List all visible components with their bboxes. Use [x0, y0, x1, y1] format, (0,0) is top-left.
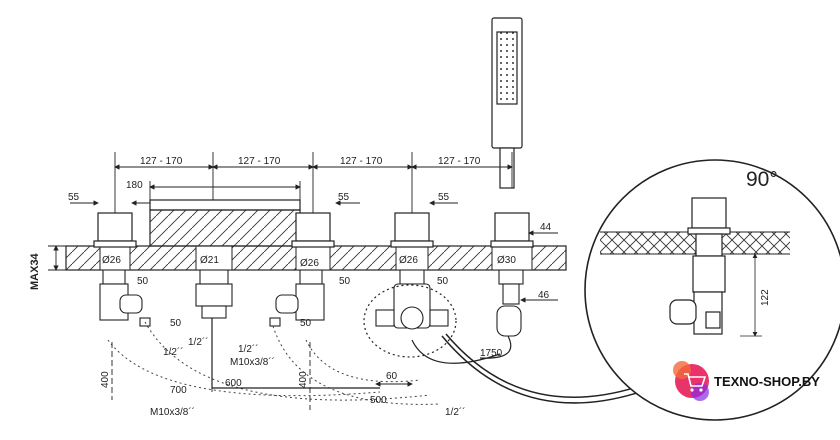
spacing-3: 127 - 170 — [340, 156, 383, 167]
hole-2-label: Ø21 — [200, 255, 219, 266]
offset-3-label: 50 — [339, 276, 351, 287]
hose-width-label: 46 — [538, 290, 550, 301]
shop-logo — [673, 361, 709, 401]
offset-2-label: 50 — [300, 318, 312, 329]
len-400-2: 400 — [298, 371, 309, 388]
hole-1-label: Ø26 — [102, 255, 121, 266]
len-700: 700 — [170, 385, 187, 396]
thread-half-3: 1/2´´ — [238, 343, 259, 355]
spout — [149, 199, 301, 247]
thread-half-2: 1/2´´ — [163, 346, 184, 358]
valve-1 — [99, 269, 151, 327]
diverter-highlight — [363, 284, 457, 358]
handle-width-1: 55 — [68, 192, 80, 203]
shower-holder-width: 44 — [540, 222, 552, 233]
thread-m10-1: M10x3/8´´ — [230, 356, 275, 368]
spacing-2: 127 - 170 — [238, 156, 281, 167]
thread-m10-2: M10x3/8´´ — [150, 406, 195, 418]
valve-3 — [269, 269, 325, 327]
handle-1 — [93, 212, 137, 248]
spout-width: 180 — [126, 180, 143, 191]
len-400-1: 400 — [100, 371, 111, 388]
thread-half-1: 1/2´´ — [188, 336, 209, 348]
hole-5-label: Ø30 — [497, 255, 516, 266]
offset-1-label: 50 — [137, 276, 149, 287]
hose-length-label: 1750 — [480, 348, 503, 359]
detail-connector — [441, 335, 641, 404]
len-600: 600 — [225, 378, 242, 389]
shop-watermark: TEXNO-SHOP.BY — [714, 374, 820, 389]
diverter-offset: 60 — [386, 371, 398, 382]
hole-3-cutout — [295, 245, 331, 271]
shower-holder — [490, 212, 534, 248]
angle-label: 90° — [746, 168, 778, 191]
hand-shower — [491, 17, 523, 189]
handle-3 — [291, 212, 335, 248]
detail-height-label: 122 — [760, 289, 771, 306]
len-500: 500 — [370, 395, 387, 406]
handle-width-3: 55 — [438, 192, 450, 203]
thread-half-4: 1/2´´ — [445, 406, 466, 418]
hole-5-cutout — [491, 245, 533, 271]
detail-view — [584, 159, 840, 421]
hole-4-label: Ø26 — [399, 255, 418, 266]
hose-connector — [496, 269, 524, 337]
spout-valve — [195, 269, 233, 319]
offset-spout-label: 50 — [170, 318, 182, 329]
spacing-4: 127 - 170 — [438, 156, 481, 167]
spacing-1: 127 - 170 — [140, 156, 183, 167]
handle-4 — [390, 212, 434, 248]
hole-3-label: Ø26 — [300, 258, 319, 269]
handle-width-2: 55 — [338, 192, 350, 203]
diverter-valve — [375, 269, 449, 330]
offset-4-label: 50 — [437, 276, 449, 287]
max-deck-label: MAX34 — [29, 252, 41, 290]
